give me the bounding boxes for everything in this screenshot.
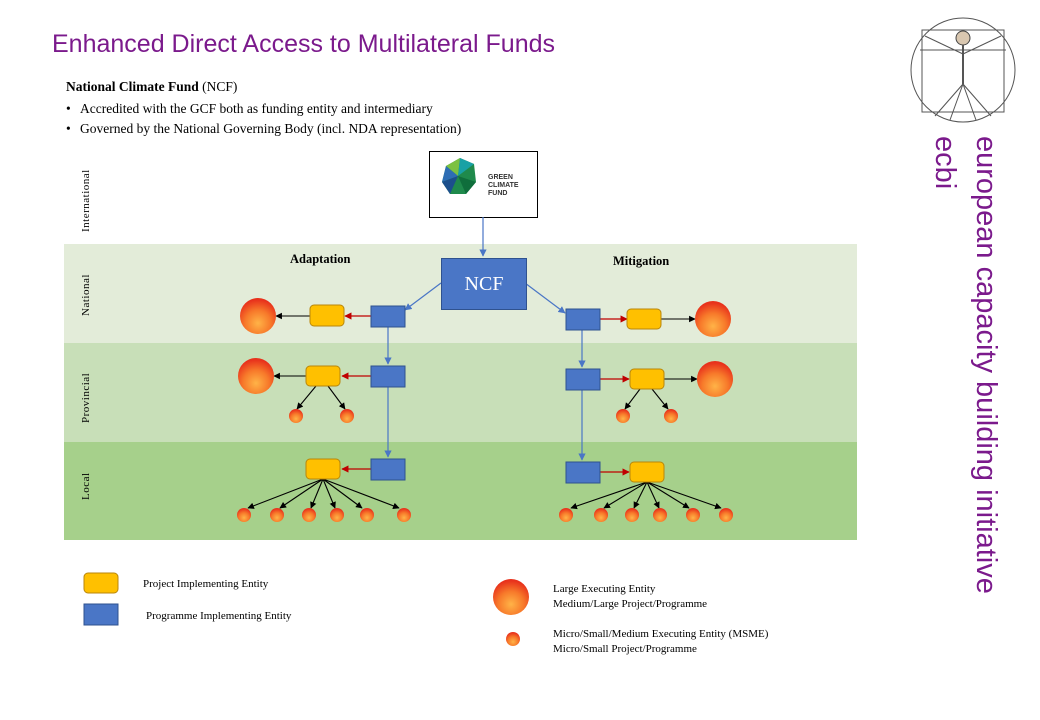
project-entity bbox=[629, 368, 665, 390]
programme-entity bbox=[565, 308, 601, 331]
legend-large-swatch bbox=[493, 579, 529, 615]
legend-project-swatch bbox=[83, 572, 119, 594]
small-entity-orb bbox=[302, 508, 316, 522]
small-entity-orb bbox=[330, 508, 344, 522]
band-local bbox=[64, 442, 857, 540]
project-entity bbox=[305, 458, 341, 480]
project-entity bbox=[309, 304, 345, 327]
ncf-node: NCF bbox=[441, 258, 527, 310]
brand-name: european capacity building initiative bbox=[970, 136, 1002, 594]
legend-programme-swatch bbox=[83, 603, 119, 626]
programme-entity bbox=[565, 368, 601, 391]
programme-to-project-arrows bbox=[341, 312, 630, 476]
bullet-item: •Governed by the National Governing Body… bbox=[66, 121, 462, 136]
column-label-mitigation: Mitigation bbox=[613, 254, 670, 268]
small-entity-orb bbox=[559, 508, 573, 522]
gcf-emblem-icon: GREEN CLIMATE FUND bbox=[442, 158, 519, 197]
large-entity-orb bbox=[695, 301, 731, 337]
legend-project-label: Project Implementing Entity bbox=[143, 578, 269, 590]
project-entity bbox=[629, 461, 665, 483]
programme-entity bbox=[370, 365, 406, 388]
gcf-logo-word: FUND bbox=[488, 190, 507, 197]
ncf-heading-bold: National Climate Fund bbox=[66, 79, 199, 94]
large-entity-orb bbox=[240, 298, 276, 334]
brand-acronym: ecbi bbox=[929, 136, 961, 190]
project-entities bbox=[305, 304, 665, 483]
legend-msme-label: Micro/Small/Medium Executing Entity (MSM… bbox=[553, 628, 769, 655]
gcf-logo-word: CLIMATE bbox=[488, 182, 519, 189]
small-entity-orb bbox=[360, 508, 374, 522]
project-to-entity-arrows bbox=[247, 312, 722, 510]
project-entity bbox=[626, 308, 662, 330]
programme-entities bbox=[370, 305, 601, 484]
small-entity-orb bbox=[625, 508, 639, 522]
ncf-heading-rest: (NCF) bbox=[198, 79, 238, 94]
small-entity-orb bbox=[616, 409, 630, 423]
ncf-heading: National Climate Fund (NCF) bbox=[66, 79, 237, 95]
ncf-bullets: •Accredited with the GCF both as funding… bbox=[66, 99, 461, 139]
vitruvian-logo-icon bbox=[910, 17, 1016, 123]
small-entity-orb bbox=[270, 508, 284, 522]
page-title: Enhanced Direct Access to Multilateral F… bbox=[52, 30, 556, 58]
programme-entity bbox=[370, 458, 406, 481]
small-entity-orb bbox=[237, 508, 251, 522]
small-entity-orb bbox=[686, 508, 700, 522]
gcf-logo-word: GREEN bbox=[488, 174, 513, 181]
small-entity-orb bbox=[719, 508, 733, 522]
small-entity-orb bbox=[594, 508, 608, 522]
project-entity bbox=[305, 365, 341, 387]
funding-flow-arrows bbox=[384, 217, 586, 461]
programme-entity bbox=[565, 461, 601, 484]
programme-entity bbox=[370, 305, 406, 328]
large-entity-orb bbox=[697, 361, 733, 397]
legend-large-label: Large Executing Entity Medium/Large Proj… bbox=[553, 583, 708, 610]
small-entity-orb bbox=[653, 508, 667, 522]
bullet-item: •Accredited with the GCF both as funding… bbox=[66, 101, 433, 116]
small-entity-orb bbox=[664, 409, 678, 423]
small-entity-orb bbox=[340, 409, 354, 423]
legend-small-swatch bbox=[506, 632, 520, 646]
large-executing-entities bbox=[238, 298, 733, 397]
small-entity-orb bbox=[397, 508, 411, 522]
small-entity-orb bbox=[289, 409, 303, 423]
large-entity-orb bbox=[238, 358, 274, 394]
legend-programme-label: Programme Implementing Entity bbox=[146, 610, 292, 622]
column-label-adaptation: Adaptation bbox=[290, 252, 351, 266]
small-executing-entities bbox=[237, 409, 733, 522]
gcf-logo: GREEN CLIMATE FUND bbox=[429, 151, 538, 218]
